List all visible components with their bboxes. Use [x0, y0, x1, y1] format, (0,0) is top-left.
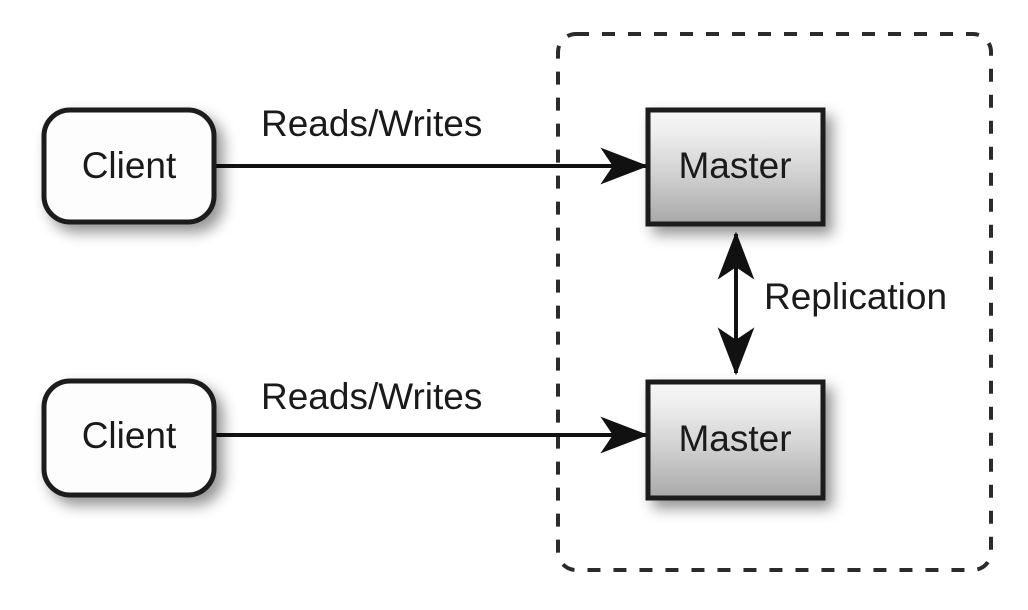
client-top-label: Client	[82, 145, 177, 186]
master-bottom-box[interactable]	[645, 379, 826, 501]
edge-label-reads-writes-bottom: Reads/Writes	[261, 376, 482, 417]
master-top-box[interactable]	[645, 107, 826, 227]
replication-cluster-boundary	[556, 32, 993, 572]
client-bottom-label: Client	[82, 415, 177, 456]
master-top-label: Master	[678, 145, 791, 186]
node-client-bottom[interactable]: Client	[41, 378, 217, 498]
client-bottom-box[interactable]	[41, 378, 217, 498]
edge-label-reads-writes-top: Reads/Writes	[261, 103, 482, 144]
node-master-top[interactable]: Master	[645, 107, 826, 227]
client-top-box[interactable]	[41, 107, 217, 225]
master-bottom-label: Master	[678, 418, 791, 459]
edge-label-replication: Replication	[764, 276, 947, 317]
node-master-bottom[interactable]: Master	[645, 379, 826, 501]
node-client-top[interactable]: Client	[41, 107, 217, 225]
